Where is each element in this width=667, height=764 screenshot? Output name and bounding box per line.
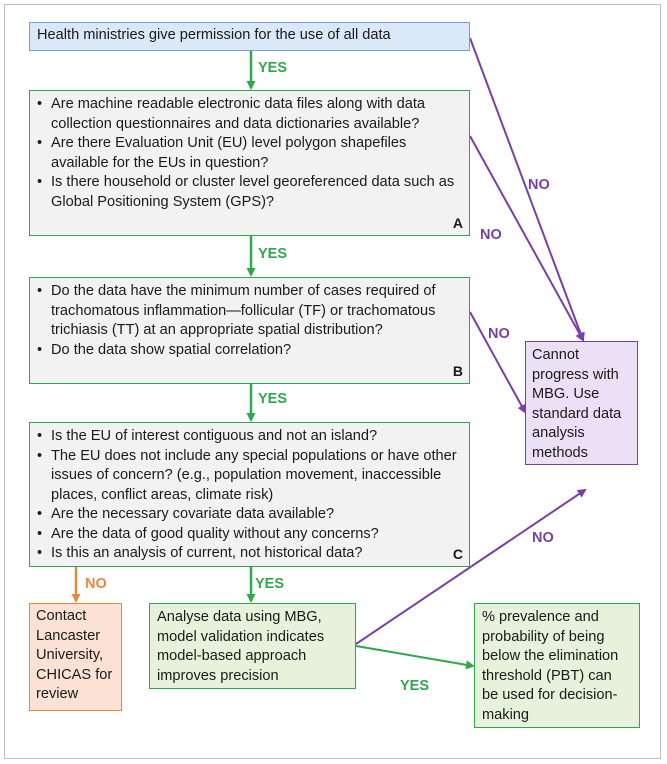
cannot-progress-box: Cannot progress with MBG. Use standard d… (525, 341, 638, 465)
yes-label: YES (258, 60, 288, 76)
contact-box: Contact Lancaster University, CHICAS for… (29, 603, 122, 711)
criteria-c-item: Are the necessary covariate data availab… (37, 505, 459, 525)
yes-label: YES (255, 576, 285, 592)
analyse-text: Analyse data using MBG, model validation… (157, 609, 325, 684)
arrow-a-to-cannot (469, 135, 584, 342)
arrow-analyse-to-cannot (355, 488, 587, 645)
no-label: NO (480, 227, 502, 243)
criteria-list-b: Do the data have the minimum number of c… (37, 282, 459, 360)
criteria-c-item: Is the EU of interest contiguous and not… (37, 427, 459, 447)
analyse-box: Analyse data using MBG, model validation… (149, 603, 356, 689)
criteria-c-item: The EU does not include any special popu… (37, 447, 459, 506)
criteria-box-a: Are machine readable electronic data fil… (29, 90, 470, 236)
criteria-a-item: Are there Evaluation Unit (EU) level pol… (37, 134, 459, 173)
start-text: Health ministries give permission for th… (37, 27, 391, 43)
yes-label: YES (400, 678, 430, 694)
yes-label: YES (258, 391, 288, 407)
box-c-tag: C (452, 545, 463, 562)
box-b-tag: B (452, 362, 463, 379)
criteria-b-item: Do the data show spatial correlation? (37, 341, 459, 361)
criteria-c-item: Are the data of good quality without any… (37, 525, 459, 545)
arrow-start-to-cannot (469, 37, 585, 342)
criteria-box-c: Is the EU of interest contiguous and not… (29, 422, 470, 567)
no-label: NO (488, 326, 510, 342)
prevalence-text: % prevalence and probability of being be… (482, 609, 619, 723)
criteria-a-item: Are machine readable electronic data fil… (37, 95, 459, 134)
contact-text: Contact Lancaster University, CHICAS for… (36, 608, 113, 702)
yes-label: YES (258, 246, 288, 262)
cannot-progress-text: Cannot progress with MBG. Use standard d… (532, 347, 622, 461)
no-label: NO (532, 530, 554, 546)
box-a-tag: A (452, 214, 463, 231)
criteria-box-b: Do the data have the minimum number of c… (29, 277, 470, 384)
criteria-list-a: Are machine readable electronic data fil… (37, 95, 459, 212)
arrow-b-to-cannot (469, 311, 526, 414)
prevalence-box: % prevalence and probability of being be… (474, 603, 640, 728)
criteria-b-item: Do the data have the minimum number of c… (37, 282, 459, 341)
diagram-frame (4, 4, 661, 759)
criteria-c-item: Is this an analysis of current, not hist… (37, 544, 459, 564)
criteria-list-c: Is the EU of interest contiguous and not… (37, 427, 459, 564)
criteria-a-item: Is there household or cluster level geor… (37, 173, 459, 212)
arrow-analyse-to-prevalence (355, 645, 475, 670)
no-label: NO (85, 576, 107, 592)
no-label: NO (528, 177, 550, 193)
start-box: Health ministries give permission for th… (29, 22, 470, 51)
